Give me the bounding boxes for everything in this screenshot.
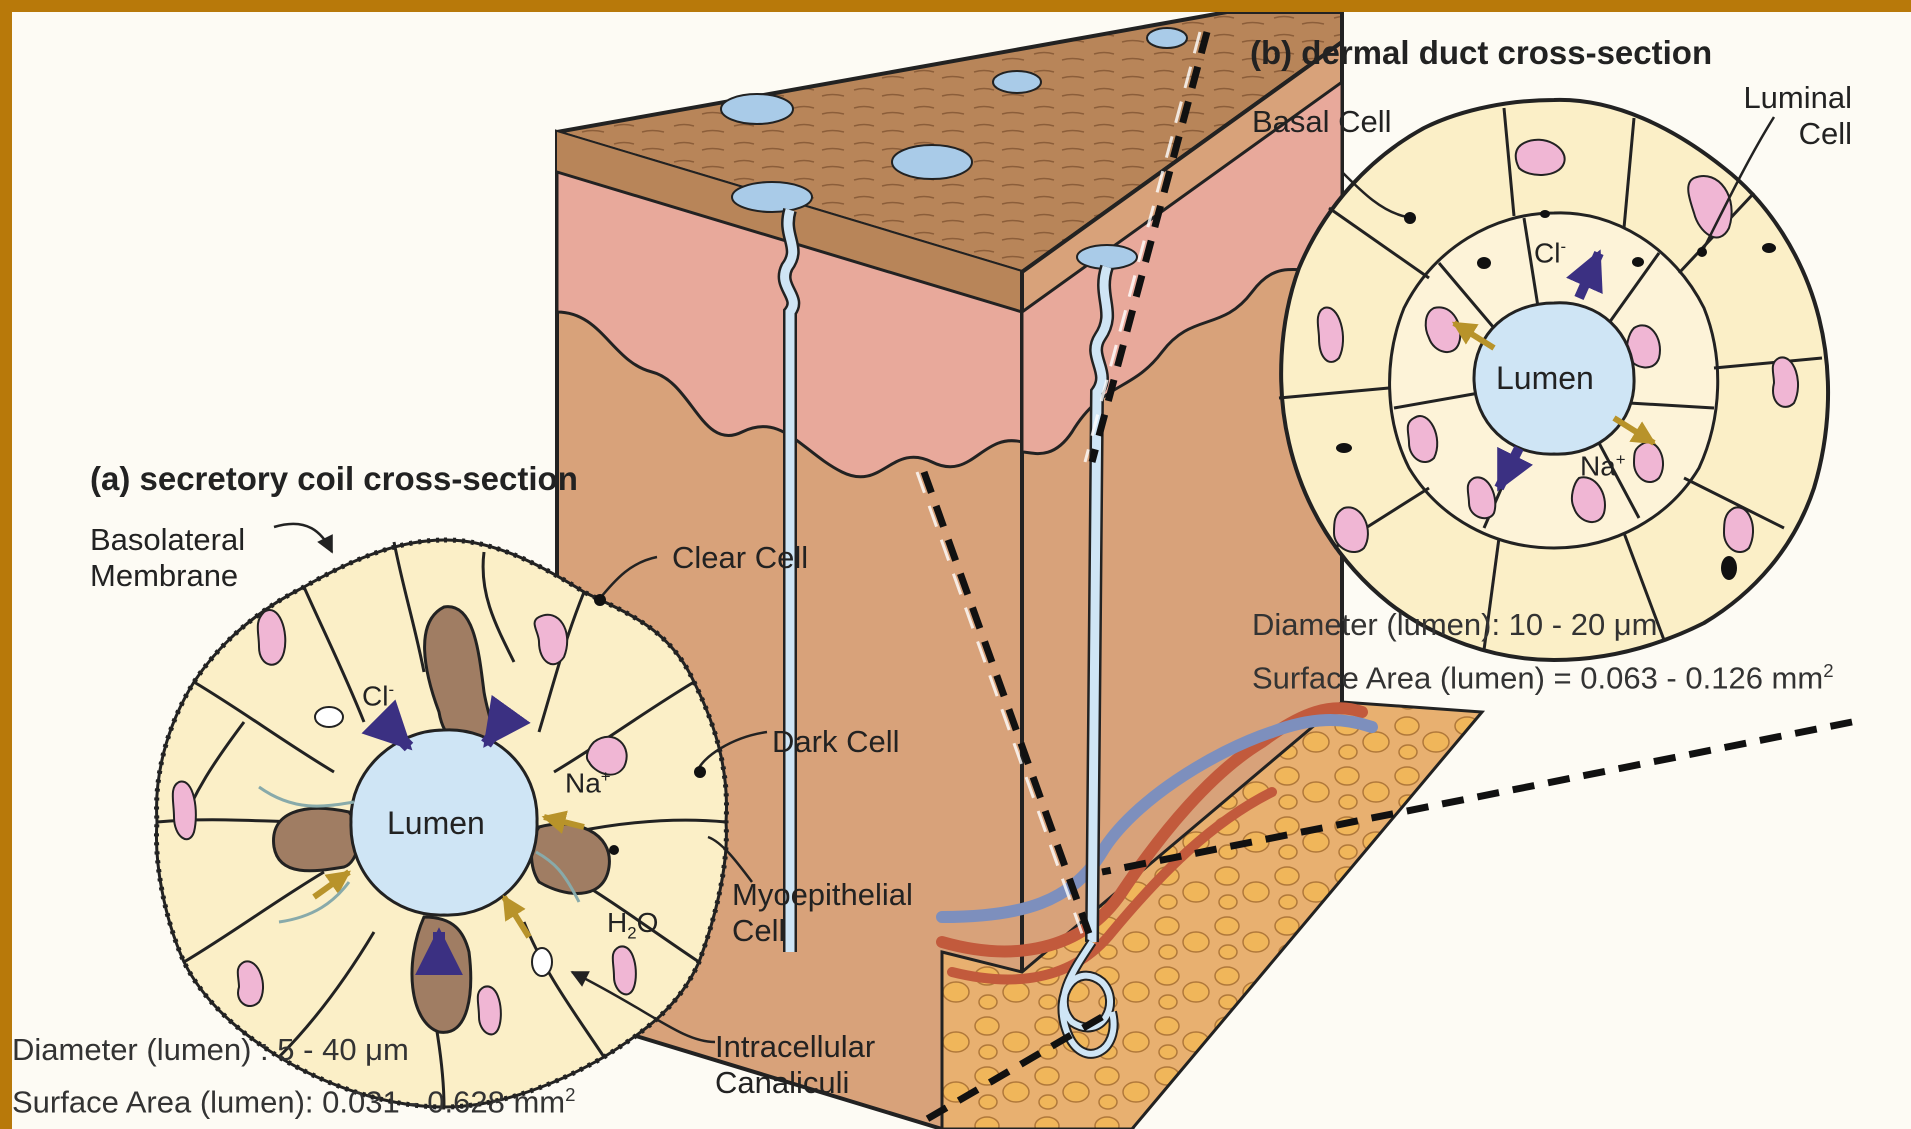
chloride-label-b: Cl-: [1534, 237, 1566, 270]
dark-cell-label: Dark Cell: [772, 724, 899, 760]
panel-a-surface-area: Surface Area (lumen): 0.031 - 0.628 mm2: [12, 1084, 575, 1120]
lumen-a-label: Lumen: [387, 805, 485, 842]
myoepithelial-cell-label: Myoepithelial Cell: [732, 877, 972, 948]
panel-a-diameter: Diameter (lumen) : 5 - 40 μm: [12, 1032, 409, 1068]
sweat-pore: [721, 94, 793, 124]
sodium-label-a: Na+: [565, 767, 611, 800]
sweat-pore: [892, 145, 972, 179]
sweat-pore: [1077, 245, 1137, 269]
water-label: H2O: [607, 907, 658, 943]
basal-cell-label: Basal Cell: [1252, 104, 1392, 140]
sweat-pore: [993, 71, 1041, 93]
panel-b-title: (b) dermal duct cross-section: [1250, 34, 1712, 72]
sweat-pore: [1147, 28, 1187, 48]
lumen-b-label: Lumen: [1496, 360, 1594, 397]
intracellular-canaliculi-label: Intracellular Canaliculi: [715, 1029, 955, 1100]
panel-a-title: (a) secretory coil cross-section: [90, 460, 578, 498]
basolateral-membrane-label: Basolateral Membrane: [90, 522, 330, 593]
figure-frame: (a) secretory coil cross-section Basolat…: [12, 12, 1911, 1129]
clear-cell-label: Clear Cell: [672, 540, 808, 576]
sodium-label-b: Na+: [1580, 450, 1626, 483]
chloride-label-a: Cl-: [362, 680, 394, 713]
panel-b-surface-area: Surface Area (lumen) = 0.063 - 0.126 mm2: [1252, 660, 1834, 696]
luminal-cell-label: Luminal Cell: [1702, 80, 1852, 151]
sweat-pore: [732, 182, 812, 212]
panel-b-diameter: Diameter (lumen): 10 - 20 μm: [1252, 607, 1657, 643]
